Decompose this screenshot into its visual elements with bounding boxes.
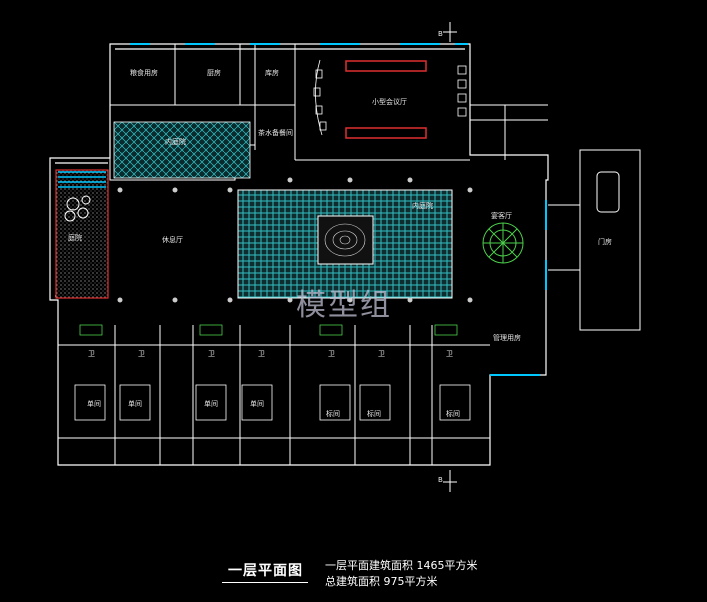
beds	[74, 384, 471, 421]
watermark: 模型组	[296, 288, 392, 323]
room-storage: 粮食用房	[130, 68, 158, 77]
bath-5: 卫	[328, 350, 335, 358]
section-mark-bottom: B	[438, 476, 443, 484]
room-standard-3: 标间	[446, 409, 460, 418]
meeting-tables	[345, 60, 427, 139]
area-first-floor: 一层平面建筑面积 1465平方米	[325, 559, 478, 572]
room-garden: 庭院	[68, 233, 82, 242]
room-meeting: 小型会议厅	[372, 97, 407, 106]
room-tea: 茶水备餐间	[258, 128, 293, 137]
section-marker-bottom	[443, 470, 457, 492]
room-standard-1: 标间	[326, 409, 340, 418]
room-standard-2: 标间	[367, 409, 381, 418]
section-mark-top: B	[438, 30, 443, 38]
round-table-icon	[482, 222, 524, 264]
room-single-1: 单间	[87, 399, 101, 408]
room-single-4: 单间	[250, 399, 264, 408]
drawing-title: 一层平面图	[228, 563, 303, 579]
room-single-3: 单间	[204, 399, 218, 408]
room-inner-court: 内庭院	[412, 201, 433, 210]
meeting-chairs	[313, 59, 467, 136]
garden-hatch	[113, 121, 251, 179]
glass-walls	[130, 43, 547, 376]
room-banquet: 宴客厅	[491, 211, 512, 220]
bath-fixtures	[79, 324, 458, 336]
gate-house	[548, 149, 641, 331]
room-single-2: 单间	[128, 399, 142, 408]
left-court	[55, 169, 109, 299]
room-kitchen: 厨房	[207, 68, 221, 77]
bath-4: 卫	[258, 350, 265, 358]
room-lounge: 休息厅	[162, 235, 183, 244]
top-wing-walls	[109, 44, 548, 181]
area-total: 总建筑面积 975平方米	[325, 575, 438, 588]
columns	[117, 177, 473, 303]
bath-1: 卫	[88, 350, 95, 358]
bath-7: 卫	[446, 350, 453, 358]
section-marker-top	[443, 22, 457, 42]
room-pantry: 库房	[265, 68, 279, 77]
bath-6: 卫	[378, 350, 385, 358]
room-gate: 门房	[598, 237, 612, 246]
bath-2: 卫	[138, 350, 145, 358]
title-underline	[222, 582, 308, 583]
guest-room-walls	[58, 325, 490, 465]
trees-icon	[64, 195, 91, 222]
bath-3: 卫	[208, 350, 215, 358]
room-management: 管理用房	[493, 333, 521, 342]
room-patio: 内庭院	[165, 137, 186, 146]
left-court-stripes	[58, 171, 106, 188]
